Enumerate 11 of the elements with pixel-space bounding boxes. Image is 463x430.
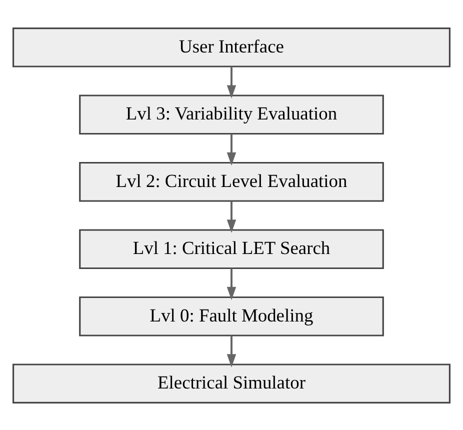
arrow [226,335,236,367]
node-box: Lvl 1: Critical LET Search [79,228,384,269]
node-box: Lvl 2: Circuit Level Evaluation [79,161,384,202]
node-box: Electrical Simulator [12,363,450,404]
node-box: Lvl 3: Variability Evaluation [79,94,384,134]
arrow [226,268,236,300]
node-box: User Interface [12,26,450,67]
arrow [226,66,236,98]
arrow [226,133,236,166]
arrow [226,200,236,232]
node-box: Lvl 0: Fault Modeling [79,296,384,336]
